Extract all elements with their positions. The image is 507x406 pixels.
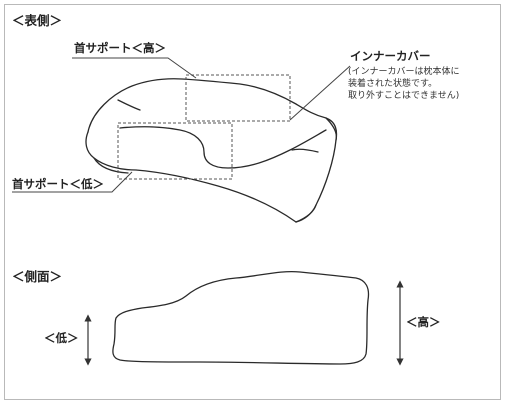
neck-support-low-label: 首サポート＜低＞ — [12, 177, 104, 191]
inner-cover-title: インナーカバー — [350, 49, 431, 63]
inner-cover-note: (インナーカバーは枕本体に 装着された状態です。 取り外すことはできません) — [348, 66, 460, 102]
inner-cover-note-line-2: 装着された状態です。 — [348, 79, 438, 89]
inner-cover-note-line-3: 取り外すことはできません) — [348, 91, 460, 101]
leader-lines — [12, 57, 351, 193]
inner-cover-note-line-1: (インナーカバーは枕本体に — [348, 67, 460, 77]
pillow-top-view — [85, 78, 338, 223]
high-height-label: ＜高＞ — [406, 315, 441, 329]
neck-support-high-region — [185, 74, 291, 122]
low-height-label: ＜低＞ — [44, 331, 79, 345]
side-view-heading: ＜側面＞ — [12, 269, 63, 284]
neck-support-high-label: 首サポート＜高＞ — [74, 41, 166, 55]
neck-support-low-region — [117, 122, 233, 180]
diagram-frame — [4, 4, 501, 400]
top-view-heading: ＜表側＞ — [12, 13, 63, 28]
pillow-side-view — [112, 270, 370, 365]
